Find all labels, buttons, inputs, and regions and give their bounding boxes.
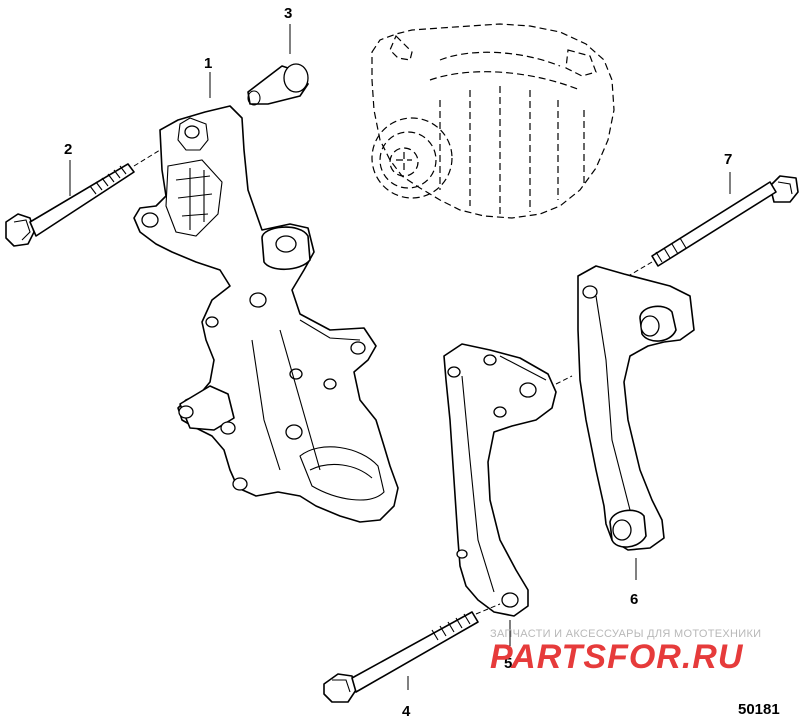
callout-5: 5 — [504, 655, 512, 672]
callout-6: 6 — [630, 591, 638, 608]
spacer-sleeve — [247, 63, 309, 106]
bolt-upper-right — [651, 175, 799, 267]
front-plate-bracket — [443, 343, 557, 617]
rear-bracket — [577, 265, 695, 551]
callout-3: 3 — [284, 5, 292, 22]
callout-1: 1 — [204, 55, 212, 72]
callout-7: 7 — [724, 151, 732, 168]
watermark-brand: PARTSFOR.RU — [490, 638, 744, 676]
watermark-tagline: ЗАПЧАСТИ И АКСЕССУАРЫ ДЛЯ МОТОТЕХНИКИ — [490, 628, 761, 640]
callout-4: 4 — [402, 703, 411, 720]
callout-2: 2 — [64, 141, 72, 158]
bolt-upper-left — [5, 163, 135, 247]
alternator-outline — [371, 23, 615, 219]
bolt-lower — [323, 611, 479, 703]
main-bracket — [133, 105, 399, 523]
figure-number: 50181 — [738, 701, 780, 718]
